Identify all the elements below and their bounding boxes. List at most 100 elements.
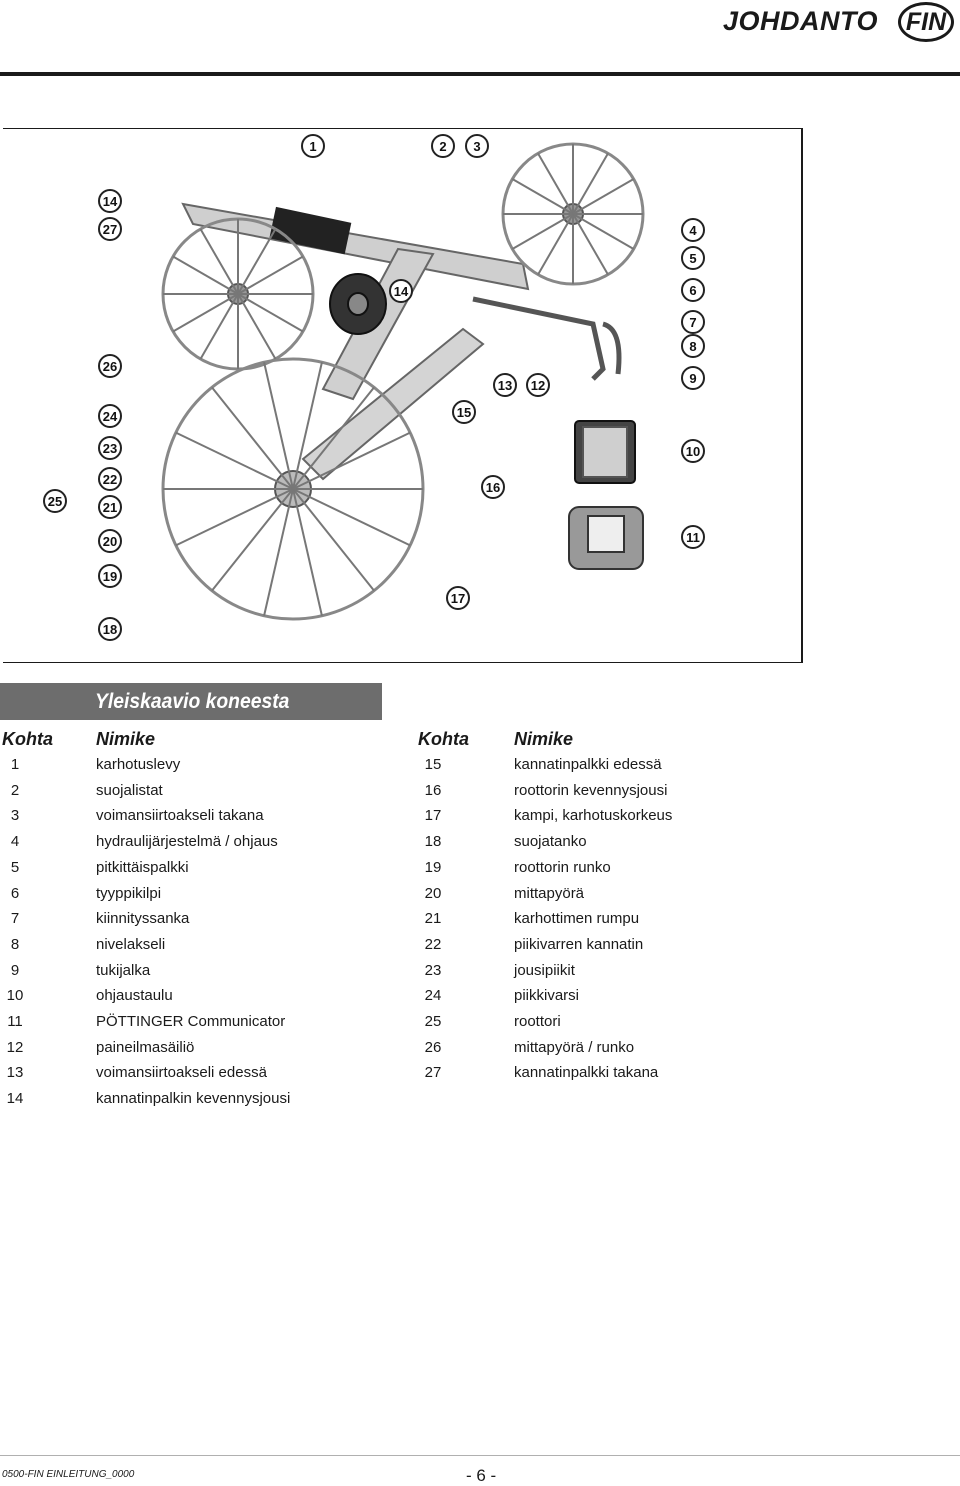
rotor-rear-left-tine-arm <box>172 293 239 333</box>
part-number: 27 <box>424 1064 442 1082</box>
cover-plate <box>269 206 352 255</box>
footer-rule <box>0 1455 960 1456</box>
part-name: nivelakseli <box>96 935 166 953</box>
rotor-rear-right-tine-arm <box>572 213 635 250</box>
part-number: 22 <box>424 935 442 953</box>
part-name: jousipiikit <box>514 961 575 979</box>
part-number: 26 <box>424 1038 442 1056</box>
part-name: mittapyörä <box>514 884 585 902</box>
callout-25: 25 <box>43 489 67 513</box>
part-number: 17 <box>424 807 442 825</box>
caption-text: Yleiskaavio koneesta <box>95 689 290 713</box>
hitch-frame <box>472 296 606 381</box>
callout-17: 17 <box>446 586 470 610</box>
part-number: 24 <box>424 987 442 1005</box>
callout-4: 4 <box>681 218 705 242</box>
callout-21: 21 <box>98 495 122 519</box>
rotor-rear-right-tine-arm <box>511 178 574 215</box>
rotor-front-tine-arm <box>292 488 375 592</box>
callout-8: 8 <box>681 334 705 358</box>
rotor-rear-right-tine-arm <box>537 152 574 215</box>
part-name: kannatinpalkki takana <box>514 1064 659 1082</box>
part-name: piikivarren kannatin <box>514 935 644 953</box>
rotor-rear-right-tine-arm <box>537 213 574 276</box>
right-col-nimike-header: Nimike <box>514 729 574 749</box>
part-name: ohjaustaulu <box>96 987 173 1005</box>
part-number: 21 <box>424 910 442 928</box>
part-name: mittapyörä / runko <box>514 1038 635 1056</box>
left-col-kohta-header: Kohta <box>2 729 53 749</box>
rotor-rear-left-tine-arm <box>237 228 277 295</box>
callout-18: 18 <box>98 617 122 641</box>
callout-27: 27 <box>98 217 122 241</box>
rotor-rear-right-tine-arm <box>572 152 609 215</box>
part-name: karhotuslevy <box>96 756 181 773</box>
rotor-rear-left-tine-arm <box>172 255 239 295</box>
part-number: 19 <box>424 858 442 876</box>
rotor-rear-left-tine-arm <box>237 293 277 360</box>
svg-text:25: 25 <box>48 494 62 509</box>
part-name: roottori <box>514 1013 561 1030</box>
page-number: - 6 - <box>466 1466 497 1485</box>
part-number: 13 <box>6 1064 24 1082</box>
part-number: 9 <box>10 961 20 979</box>
callout-16: 16 <box>481 475 505 499</box>
part-number: 16 <box>424 781 442 799</box>
rotor-rear-right-tine-arm <box>572 178 635 215</box>
svg-text:18: 18 <box>103 622 117 637</box>
part-name: kampi, karhotuskorkeus <box>514 807 673 825</box>
rotor-rear-right-tine-arm <box>511 213 574 250</box>
language-badge: FIN <box>898 2 954 42</box>
part-number: 7 <box>10 910 20 928</box>
svg-text:21: 21 <box>103 500 117 515</box>
svg-text:20: 20 <box>103 534 117 549</box>
svg-text:27: 27 <box>103 222 117 237</box>
rotor-front-tine-arm <box>211 386 294 490</box>
rotor-front-tine-arm <box>263 488 294 616</box>
callout-12: 12 <box>526 373 550 397</box>
svg-text:16: 16 <box>486 480 500 495</box>
svg-text:3: 3 <box>473 139 480 154</box>
part-name: kannatinpalkin kevennysjousi <box>96 1090 291 1108</box>
document-code: 0500-FIN EINLEITUNG_0000 <box>2 1469 135 1480</box>
part-number: 11 <box>7 1013 23 1030</box>
callout-14: 14 <box>98 189 122 213</box>
callout-10: 10 <box>681 439 705 463</box>
callout-22: 22 <box>98 467 122 491</box>
page-title: JOHDANTO <box>722 6 878 36</box>
part-name: suojatanko <box>514 833 587 851</box>
part-name: tyyppikilpi <box>96 884 162 902</box>
part-name: tukijalka <box>96 961 151 979</box>
header-rule <box>0 72 960 76</box>
part-name: PÖTTINGER Communicator <box>96 1013 286 1030</box>
part-name: voimansiirtoakseli edessä <box>96 1064 267 1082</box>
rotor-front-tine-arm <box>211 488 294 592</box>
rotor-front-tine-arm <box>292 488 411 547</box>
part-name: voimansiirtoakseli takana <box>96 807 264 825</box>
svg-text:4: 4 <box>689 223 697 238</box>
svg-text:24: 24 <box>103 409 118 424</box>
part-number: 12 <box>6 1038 24 1056</box>
callout-6: 6 <box>681 278 705 302</box>
figure-caption: Yleiskaavio koneesta <box>0 683 382 720</box>
rotor-front-tine-arm <box>292 431 411 490</box>
callout-5: 5 <box>681 246 705 270</box>
part-name: pitkittäispalkki <box>96 858 189 876</box>
part-number: 2 <box>10 781 20 799</box>
part-name: kiinnityssanka <box>96 910 190 928</box>
right-col-kohta-header: Kohta <box>418 729 469 749</box>
rotor-front-tine-arm <box>175 431 294 490</box>
rotor-front-tine-arm <box>292 488 323 616</box>
svg-text:17: 17 <box>451 591 465 606</box>
part-name: suojalistat <box>96 781 163 799</box>
svg-text:14: 14 <box>103 194 118 209</box>
part-number: 4 <box>10 833 20 851</box>
svg-text:7: 7 <box>689 315 696 330</box>
part-name: roottorin kevennysjousi <box>514 781 668 799</box>
part-number: 23 <box>424 961 442 979</box>
callout-20: 20 <box>98 529 122 553</box>
part-number: 14 <box>6 1090 24 1108</box>
svg-text:11: 11 <box>686 530 700 545</box>
callout-3: 3 <box>465 134 489 158</box>
